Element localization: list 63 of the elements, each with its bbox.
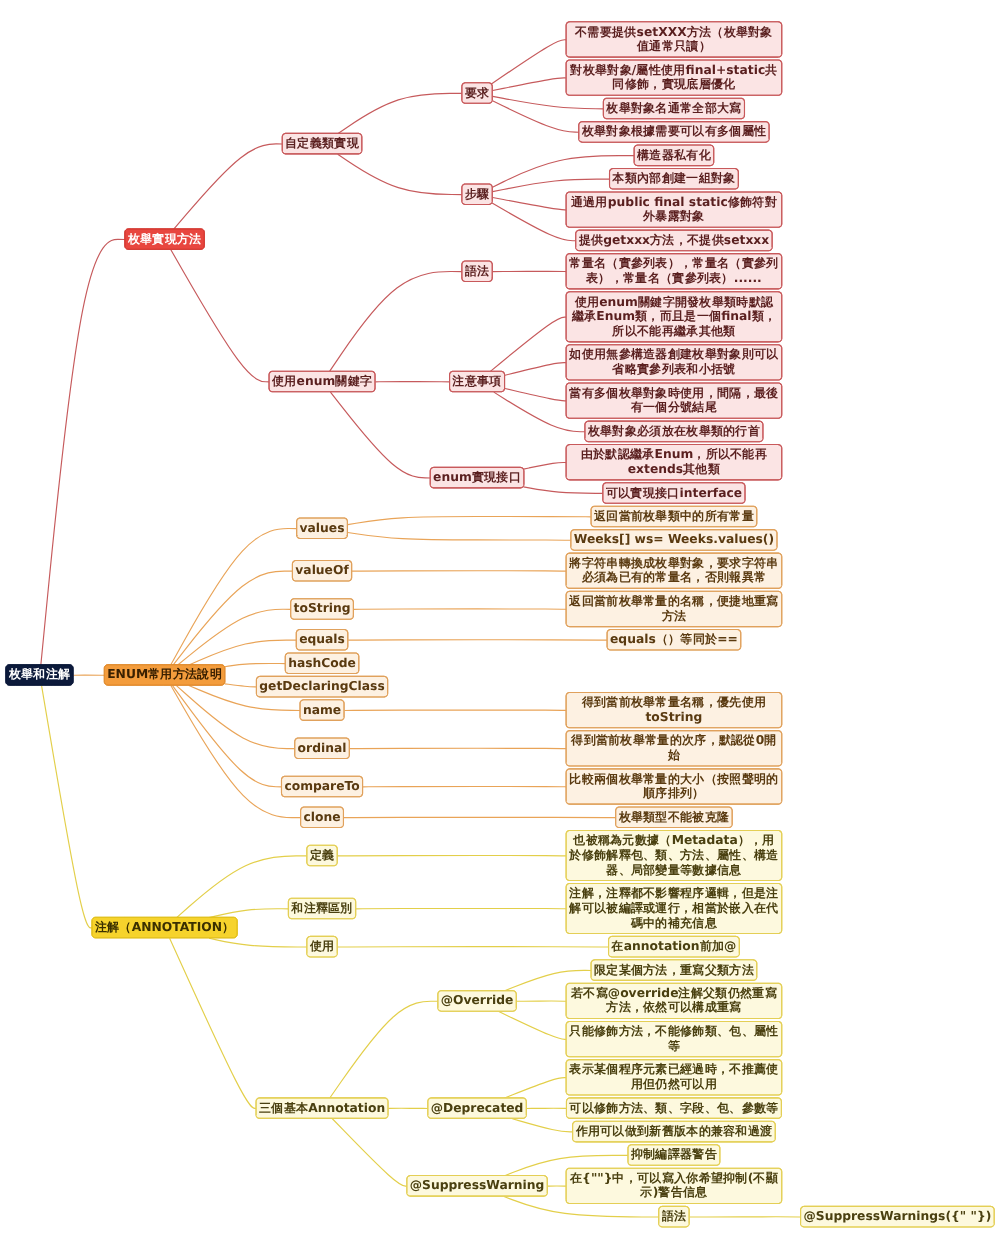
connector-line	[208, 938, 308, 949]
connector-line	[337, 93, 463, 135]
connector-line	[503, 970, 592, 993]
connector-line	[688, 1216, 802, 1219]
connector-line	[329, 1001, 439, 1100]
connector-line	[208, 908, 290, 919]
connector-line	[337, 855, 568, 858]
connector-line	[188, 685, 301, 712]
connector-line	[343, 817, 617, 819]
connector-line	[547, 1186, 568, 1188]
connector-line	[503, 1077, 568, 1100]
connector-line	[172, 571, 294, 667]
connector-line	[353, 609, 568, 611]
connector-line	[224, 683, 258, 689]
connector-line	[337, 946, 610, 949]
connector-line	[526, 1108, 568, 1110]
connector-line	[169, 938, 257, 1110]
connector-line	[504, 362, 568, 377]
connector-line	[72, 675, 106, 677]
connector-line	[490, 39, 568, 86]
connector-line	[491, 155, 636, 189]
connector-line	[492, 179, 611, 193]
connector-line	[175, 685, 296, 750]
connector-line	[170, 685, 302, 819]
connector-line	[522, 486, 604, 495]
connector-line	[224, 663, 287, 668]
connector-line	[492, 197, 568, 212]
connector-line	[492, 271, 568, 273]
connector-line	[522, 462, 568, 471]
connector-line	[347, 532, 572, 542]
connector-line	[492, 96, 605, 111]
connector-line	[347, 639, 609, 642]
connector-line	[387, 1108, 429, 1110]
connector-line	[503, 1155, 629, 1178]
connector-line	[170, 249, 270, 384]
connector-line	[343, 710, 568, 712]
connector-line	[188, 640, 298, 667]
connector-line	[347, 516, 592, 526]
connector-line	[504, 388, 568, 403]
connector-line	[516, 1001, 568, 1003]
connector-line	[492, 77, 568, 92]
connector-line	[328, 271, 463, 373]
connector-line	[374, 381, 451, 384]
connector-line	[173, 143, 284, 231]
connector-line	[176, 855, 308, 919]
connector-line	[170, 528, 298, 667]
connector-line	[355, 908, 568, 911]
connector-line	[491, 203, 577, 242]
connector-line	[498, 1011, 568, 1041]
connector-line	[337, 154, 463, 196]
connector-line	[491, 100, 580, 134]
connector-line	[329, 392, 432, 480]
connector-line	[41, 685, 93, 930]
connector-line	[489, 317, 568, 373]
connector-line	[503, 1196, 660, 1219]
connector-line	[351, 570, 568, 573]
connector-line	[40, 239, 126, 667]
connector-line	[349, 748, 568, 750]
connector-line	[331, 1118, 408, 1188]
connector-line	[177, 609, 292, 667]
connector-line	[171, 685, 283, 789]
connector-line	[362, 786, 568, 789]
connector-line	[493, 392, 586, 433]
